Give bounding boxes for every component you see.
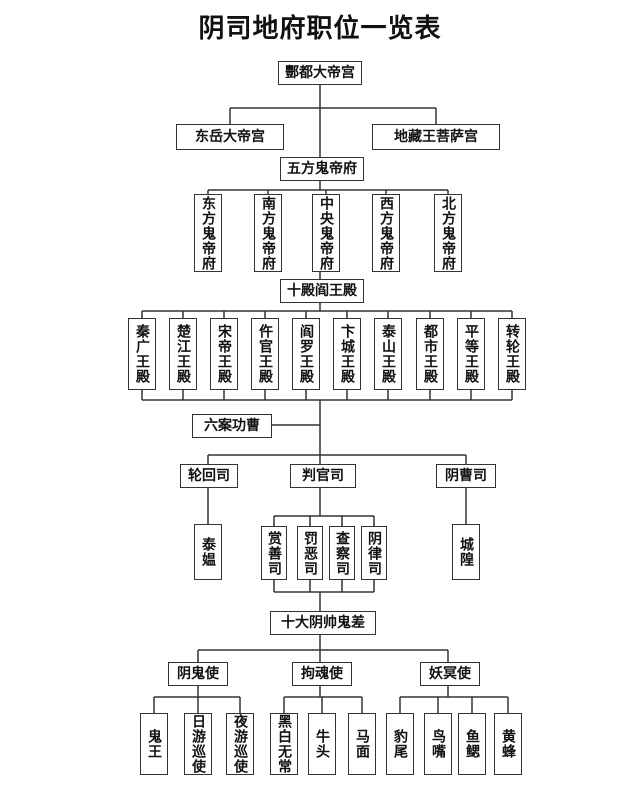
node-hall-6: 卞城王殿 xyxy=(333,318,361,390)
node-si-2: 罚恶司 xyxy=(297,526,323,580)
node-chenghuang: 城隍 xyxy=(452,524,480,580)
node-yao-3: 鱼鳃 xyxy=(458,713,486,775)
node-hall-1: 秦广王殿 xyxy=(128,318,156,390)
node-gou-3: 马面 xyxy=(348,713,376,775)
node-hall-5: 阎罗王殿 xyxy=(292,318,320,390)
node-ten-marshals: 十大阴帅鬼差 xyxy=(270,611,376,635)
node-yaoming-envoy: 妖冥使 xyxy=(420,662,480,686)
node-yao-4: 黄蜂 xyxy=(494,713,522,775)
node-yincao-dept: 阴曹司 xyxy=(436,464,496,488)
node-hall-4: 仵官王殿 xyxy=(251,318,279,390)
node-yao-1: 豹尾 xyxy=(386,713,414,775)
node-east-mansion: 东方鬼帝府 xyxy=(194,194,222,272)
node-west-mansion: 西方鬼帝府 xyxy=(372,194,400,272)
node-si-4: 阴律司 xyxy=(361,526,387,580)
node-gui-2: 日游巡使 xyxy=(184,713,212,775)
node-ten-halls: 十殿阎王殿 xyxy=(280,279,364,303)
node-south-mansion: 南方鬼帝府 xyxy=(254,194,282,272)
node-six-cases: 六案功曹 xyxy=(192,414,272,438)
node-gouhun-envoy: 拘魂使 xyxy=(292,662,352,686)
node-gui-1: 鬼王 xyxy=(140,713,168,775)
node-hall-9: 平等王殿 xyxy=(457,318,485,390)
node-si-3: 查察司 xyxy=(329,526,355,580)
node-hall-3: 宋帝王殿 xyxy=(210,318,238,390)
node-si-1: 赏善司 xyxy=(261,526,287,580)
node-wufang-mansion: 五方鬼帝府 xyxy=(280,157,364,181)
node-panguan-dept: 判官司 xyxy=(290,464,356,488)
node-yao-2: 鸟嘴 xyxy=(424,713,452,775)
node-north-mansion: 北方鬼帝府 xyxy=(434,194,462,272)
node-central-mansion: 中央鬼帝府 xyxy=(312,194,340,272)
node-hall-10: 转轮王殿 xyxy=(498,318,526,390)
node-dizang-palace: 地藏王菩萨宫 xyxy=(372,124,500,150)
node-hall-2: 楚江王殿 xyxy=(169,318,197,390)
node-fengdu-palace: 酆都大帝宫 xyxy=(278,61,362,85)
node-taimei: 泰媪 xyxy=(194,524,222,580)
node-dongyue-palace: 东岳大帝宫 xyxy=(176,124,284,150)
node-hall-7: 泰山王殿 xyxy=(374,318,402,390)
node-hall-8: 都市王殿 xyxy=(416,318,444,390)
node-gou-2: 牛头 xyxy=(308,713,336,775)
node-yingui-envoy: 阴鬼使 xyxy=(168,662,228,686)
node-gou-1: 黑白无常 xyxy=(270,713,298,775)
node-gui-3: 夜游巡使 xyxy=(226,713,254,775)
page-title: 阴司地府职位一览表 xyxy=(198,14,442,44)
node-lunhui-dept: 轮回司 xyxy=(180,464,238,488)
